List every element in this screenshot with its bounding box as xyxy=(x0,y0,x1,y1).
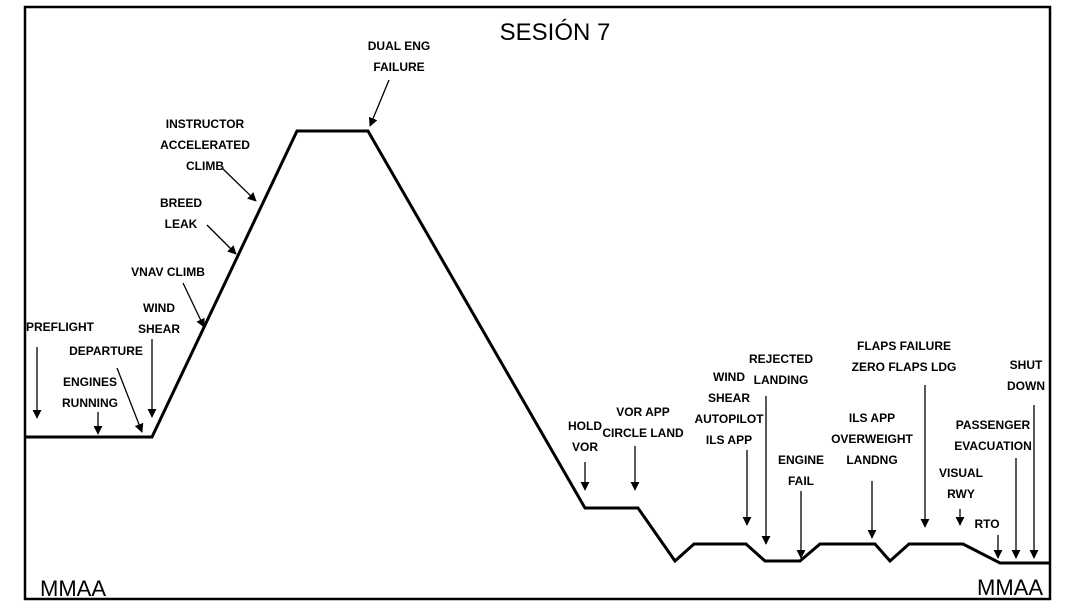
event-label-line: EVACUATION xyxy=(954,439,1032,453)
event-label-line: CIRCLE LAND xyxy=(602,426,684,440)
event-label-line: ENGINES xyxy=(63,375,117,389)
event-label-line: DOWN xyxy=(1007,379,1045,393)
event-label-hold-vor: HOLD VOR xyxy=(568,419,602,454)
event-label-line: FAIL xyxy=(788,474,814,488)
event-label-line: BREED xyxy=(160,196,202,210)
event-label-line: PASSENGER xyxy=(956,418,1031,432)
event-label-shut-down: SHUT DOWN xyxy=(1007,358,1045,393)
event-arrow-instructor-accelerated-climb xyxy=(221,167,257,202)
event-label-line: ILS APP xyxy=(849,411,895,425)
event-arrow-departure xyxy=(116,367,144,433)
event-label-passenger-evacuation: PASSENGER EVACUATION xyxy=(954,418,1032,453)
flight-path-line xyxy=(25,129,1050,565)
event-label-line: RWY xyxy=(947,487,975,501)
event-label-vnav-climb: VNAV CLIMB xyxy=(131,265,205,279)
event-label-line: FAILURE xyxy=(373,60,424,74)
event-label-ils-app-overweight-landng: ILS APP OVERWEIGHT LANDNG xyxy=(831,411,913,467)
event-label-line: ENGINE xyxy=(778,453,824,467)
event-label-flaps-failure-zero-flaps-ldg: FLAPS FAILURE ZERO FLAPS LDG xyxy=(852,339,957,374)
event-label-line: VISUAL xyxy=(939,466,983,480)
event-label-breed-leak: BREED LEAK xyxy=(160,196,202,231)
event-labels: PREFLIGHT DEPARTURE ENGINES RUNNING WIND SHEA… xyxy=(26,39,1045,531)
diagram-frame xyxy=(23,5,1052,601)
event-label-line: SHEAR xyxy=(708,391,750,405)
event-label-line: DUAL ENG xyxy=(368,39,430,53)
event-label-line: VOR xyxy=(572,440,598,454)
event-label-line: LANDING xyxy=(754,373,809,387)
event-label-preflight: PREFLIGHT xyxy=(26,320,95,334)
event-label-departure: DEPARTURE xyxy=(69,344,143,358)
event-label-engine-fail: ENGINE FAIL xyxy=(778,453,824,488)
event-label-line: WIND xyxy=(713,370,745,384)
diagram-title: SESIÓN 7 xyxy=(500,19,611,46)
event-arrows xyxy=(32,79,1039,559)
event-label-line: ILS APP xyxy=(706,433,752,447)
vnav-climb-arrow xyxy=(182,282,205,328)
event-label-line: SHEAR xyxy=(138,322,180,336)
event-label-line: INSTRUCTOR xyxy=(166,117,245,131)
event-label-line: REJECTED xyxy=(749,352,813,366)
event-label-wind-shear-autopilot-ils-app: WIND SHEAR AUTOPILOT ILS APP xyxy=(694,370,764,447)
event-label-engines-running: ENGINES RUNNING xyxy=(62,375,118,410)
event-label-line: VNAV CLIMB xyxy=(131,265,205,279)
event-label-line: OVERWEIGHT xyxy=(831,432,913,446)
origin-airport-code: MMAA xyxy=(40,576,106,601)
event-label-line: RUNNING xyxy=(62,396,118,410)
destination-airport-code: MMAA xyxy=(977,575,1043,600)
event-label-line: FLAPS FAILURE xyxy=(857,339,951,353)
event-label-line: LANDNG xyxy=(846,453,897,467)
event-label-rejected-landing: REJECTED LANDING xyxy=(749,352,813,387)
event-label-line: HOLD xyxy=(568,419,602,433)
event-label-line: WIND xyxy=(143,301,175,315)
event-label-line: PREFLIGHT xyxy=(26,320,95,334)
event-label-line: CLIMB xyxy=(186,159,224,173)
event-arrow-dual-eng-failure xyxy=(368,79,390,127)
event-label-visual-rwy: VISUAL RWY xyxy=(939,466,983,501)
event-label-line: ACCELERATED xyxy=(160,138,250,152)
event-label-line: AUTOPILOT xyxy=(694,412,764,426)
event-label-line: LEAK xyxy=(165,217,198,231)
event-label-vor-app-circle-land: VOR APP CIRCLE LAND xyxy=(602,405,684,440)
event-label-line: DEPARTURE xyxy=(69,344,143,358)
event-label-line: VOR APP xyxy=(616,405,670,419)
event-label-wind-shear-1: WIND SHEAR xyxy=(138,301,180,336)
event-arrow-breed-leak xyxy=(206,224,237,255)
event-label-line: SHUT xyxy=(1010,358,1043,372)
event-label-instructor-accelerated-climb: INSTRUCTOR ACCELERATED CLIMB xyxy=(160,117,250,173)
event-label-dual-eng-failure: DUAL ENG FAILURE xyxy=(368,39,430,74)
event-label-line: ZERO FLAPS LDG xyxy=(852,360,957,374)
event-label-line: RTO xyxy=(974,517,999,531)
event-label-rto: RTO xyxy=(974,517,999,531)
